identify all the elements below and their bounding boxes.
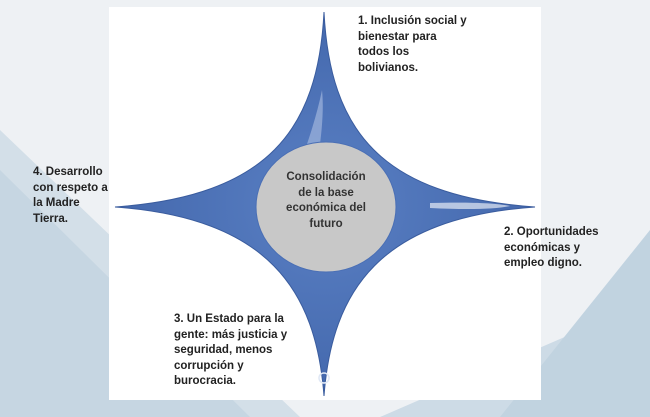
point-1-label: 1. Inclusión social y bienestar para tod…	[358, 15, 467, 74]
center-circle	[255, 141, 397, 273]
valve-icon	[318, 372, 330, 384]
point-3-label: 3. Un Estado para la gente: más justicia…	[174, 313, 288, 387]
star-highlight	[430, 202, 510, 210]
point-4-label: 4. Desarrollo con respeto a la Madre Tie…	[33, 166, 108, 225]
point-2-label: 2. Oportunidades económicas y empleo dig…	[504, 226, 599, 269]
center-label: Consolidación de la base económica del f…	[286, 171, 366, 230]
